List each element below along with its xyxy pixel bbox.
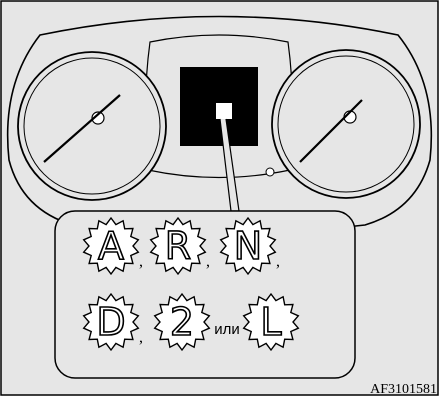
indicator-2: 2 <box>153 292 211 352</box>
indicator-symbol: 2 <box>170 300 194 344</box>
left-gauge-needle <box>43 94 121 163</box>
indicator-N: N, <box>219 216 280 276</box>
indicator-burst <box>82 292 140 352</box>
indicator-A: A, <box>82 216 143 276</box>
indicator-D: D, <box>82 292 143 352</box>
shift-position-indicator <box>216 103 232 119</box>
indicator-symbol: L <box>260 300 281 344</box>
figure-code: AF3101581 <box>370 382 437 396</box>
indicator-symbol: R <box>165 224 191 268</box>
right-gauge-needle <box>299 99 363 163</box>
indicator-separator: , <box>139 329 143 346</box>
left-gauge-pivot <box>91 111 105 125</box>
indicator-L: L <box>242 292 300 352</box>
right-gauge <box>271 49 421 199</box>
indicator-separator: , <box>276 253 280 270</box>
indicator-burst <box>82 216 140 276</box>
or-connector-label: или <box>214 321 240 338</box>
warning-lamp <box>265 167 275 177</box>
indicator-separator: , <box>139 253 143 270</box>
left-gauge <box>17 51 167 201</box>
indicator-burst <box>149 216 207 276</box>
indicator-burst <box>242 292 300 352</box>
indicator-R: R, <box>149 216 210 276</box>
indicator-burst <box>219 216 277 276</box>
indicator-symbol: D <box>96 300 125 344</box>
indicator-symbol: A <box>98 224 124 268</box>
indicator-burst <box>153 292 211 352</box>
indicator-separator: , <box>206 253 210 270</box>
indicator-symbol: N <box>234 224 262 268</box>
